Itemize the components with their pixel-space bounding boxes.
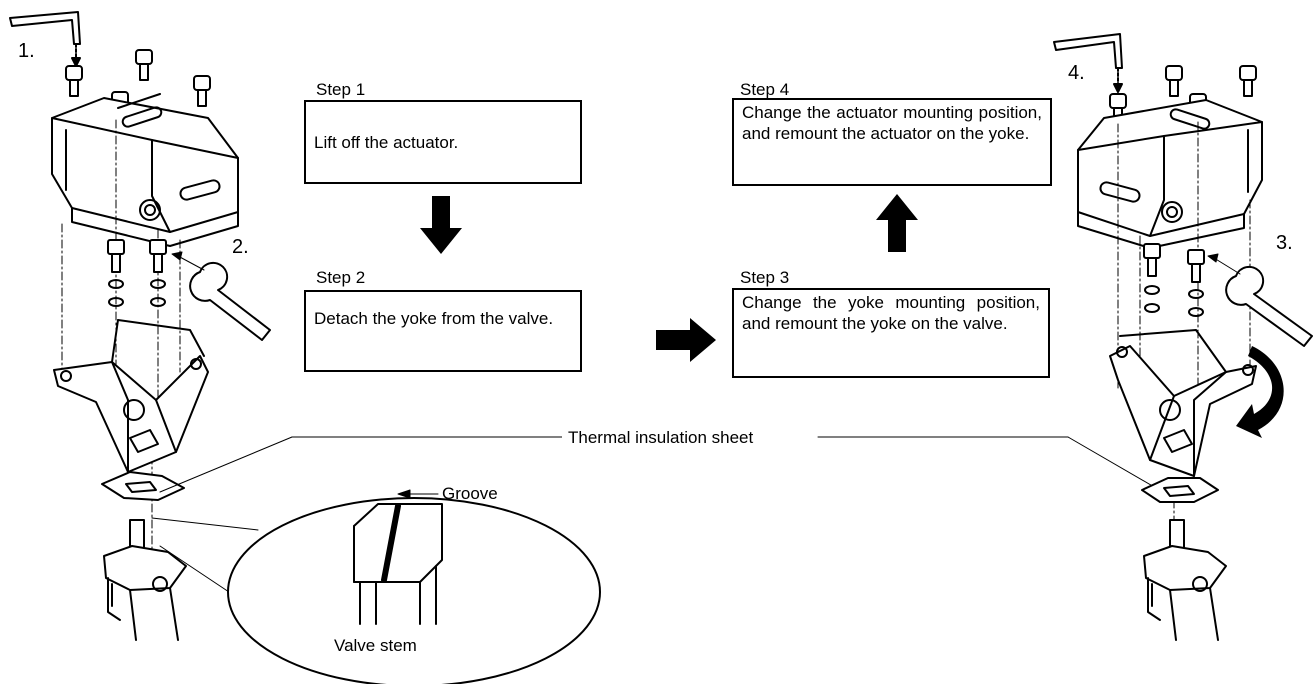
insulation-sheet-right bbox=[1141, 477, 1219, 503]
arrow-right-icon bbox=[656, 318, 716, 362]
groove-label: Groove bbox=[442, 484, 498, 503]
step-4-box: Change the actuator mounting position, a… bbox=[732, 98, 1052, 186]
bolt-icon bbox=[149, 239, 167, 273]
step-2-title: Step 2 bbox=[316, 268, 366, 287]
bolt-icon bbox=[1143, 243, 1161, 277]
step-3-text: Change the yoke mounting position, and r… bbox=[742, 293, 1040, 333]
wrench-icon-left bbox=[189, 261, 271, 341]
callout-2: 2. bbox=[232, 236, 249, 258]
actuator-body-right bbox=[1077, 99, 1263, 249]
thermal-insulation-sheet-label: Thermal insulation sheet bbox=[562, 428, 760, 448]
bolt-icon bbox=[107, 239, 125, 273]
actuator-body-left bbox=[51, 93, 239, 247]
bolt-icon bbox=[1187, 249, 1205, 283]
screw-icon bbox=[65, 65, 83, 97]
callout-4: 4. bbox=[1068, 62, 1085, 84]
yoke-left bbox=[53, 319, 209, 473]
valve-left bbox=[103, 519, 187, 641]
step-1-text: Lift off the actuator. bbox=[314, 133, 459, 152]
screw-icon bbox=[1239, 65, 1257, 97]
valve-right bbox=[1143, 519, 1227, 641]
callout-1: 1. bbox=[18, 40, 35, 62]
step-4-text: Change the actuator mounting position, a… bbox=[742, 103, 1042, 143]
step-2-text: Detach the yoke from the valve. bbox=[314, 309, 554, 328]
wrench-icon-right bbox=[1225, 265, 1313, 347]
arrow-down-icon bbox=[420, 196, 462, 254]
screw-icon bbox=[135, 49, 153, 81]
yoke-right bbox=[1109, 329, 1257, 477]
step-3-title: Step 3 bbox=[740, 268, 790, 287]
step-3-box: Change the yoke mounting position, and r… bbox=[732, 288, 1050, 378]
screw-icon bbox=[1165, 65, 1183, 97]
step-4-title: Step 4 bbox=[740, 80, 790, 99]
hex-key-icon-right bbox=[1053, 33, 1123, 69]
rotate-arrow-icon bbox=[1236, 346, 1284, 438]
callout-3: 3. bbox=[1276, 232, 1293, 254]
step-1-title: Step 1 bbox=[316, 80, 366, 99]
valve-stem-label: Valve stem bbox=[334, 636, 417, 655]
screw-icon bbox=[193, 75, 211, 107]
hex-key-icon-left bbox=[9, 11, 81, 45]
valve-stem-detail bbox=[151, 489, 601, 684]
insulation-sheet-left bbox=[101, 471, 185, 501]
step-2-box: Detach the yoke from the valve. bbox=[304, 290, 582, 372]
step-1-box: Lift off the actuator. bbox=[304, 100, 582, 184]
arrow-up-icon bbox=[876, 194, 918, 252]
